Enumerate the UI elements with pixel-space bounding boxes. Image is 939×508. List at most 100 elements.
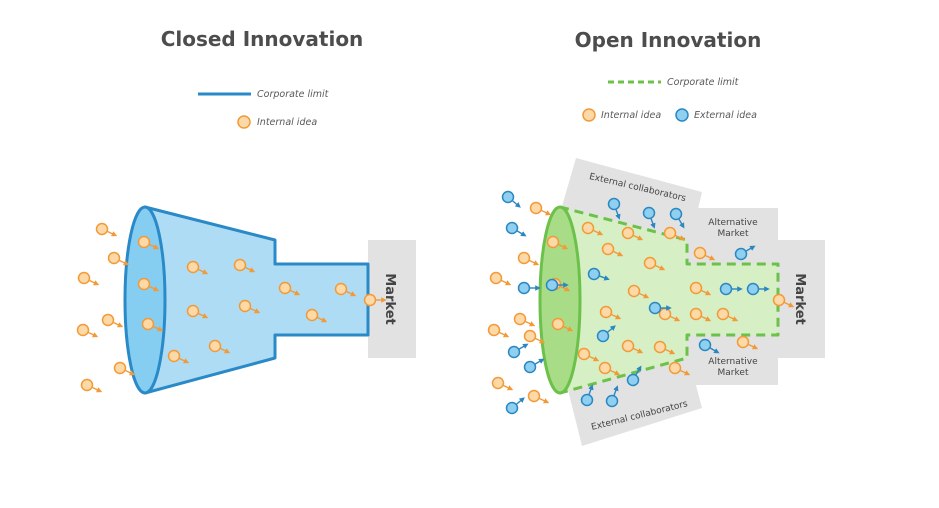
internal-idea-icon [736, 335, 759, 350]
external-idea-icon [746, 282, 770, 296]
internal-idea-icon [167, 349, 190, 364]
internal-idea-icon [772, 293, 795, 308]
alternative-market-top-line1: Alternative [708, 218, 758, 228]
internal-idea-icon [141, 317, 164, 332]
external-idea-icon [517, 281, 541, 295]
internal-idea-icon [77, 271, 100, 286]
internal-idea-icon [107, 251, 130, 266]
internal-idea-icon [208, 339, 231, 354]
internal-idea-icon [489, 271, 512, 286]
internal-idea-icon [80, 378, 103, 393]
closed-market-label: Market [382, 273, 397, 324]
closed-internal-ideas [76, 222, 387, 393]
internal-idea-icon [621, 226, 644, 241]
open-funnel-mouth [538, 205, 582, 395]
internal-idea-icon [491, 376, 514, 391]
internal-idea-icon [363, 293, 387, 307]
external-idea-icon [698, 338, 720, 354]
internal-idea-icon [529, 201, 552, 216]
internal-idea-icon [643, 256, 666, 271]
external-idea-icon [719, 282, 743, 296]
internal-idea-icon [517, 251, 540, 266]
external-idea-icon [642, 206, 656, 229]
open-external-idea-legend-icon [675, 108, 689, 122]
external-idea-icon [626, 365, 642, 387]
internal-idea-icon [601, 242, 624, 257]
alternative-market-bottom-line1: Alternative [708, 357, 758, 367]
external-idea-icon [607, 197, 621, 220]
internal-idea-icon [95, 222, 118, 237]
open-innovation-title: Open Innovation [575, 28, 762, 52]
closed-innovation-panel: Closed Innovation Corporate limit Intern… [76, 27, 416, 395]
internal-idea-icon [305, 308, 328, 323]
internal-idea-icon [581, 221, 604, 236]
external-idea-icon [587, 267, 610, 281]
open-market-label: Market [792, 273, 807, 324]
internal-idea-icon [113, 361, 136, 376]
open-legend-internal-idea: Internal idea [601, 110, 661, 121]
internal-idea-legend-icon [237, 115, 251, 129]
internal-idea-icon [186, 260, 209, 275]
internal-idea-icon [334, 282, 357, 297]
open-market-box [778, 240, 825, 358]
internal-idea-icon [137, 235, 160, 250]
open-legend: Corporate limit Internal idea External i… [582, 77, 757, 122]
external-idea-icon [669, 207, 685, 229]
external-idea-icon [501, 190, 521, 208]
external-idea-icon [507, 343, 529, 359]
internal-idea-icon [527, 389, 550, 404]
closed-funnel-mouth [123, 205, 167, 395]
open-external-ideas [501, 190, 770, 415]
internal-idea-icon [653, 340, 676, 355]
open-legend-external-idea: External idea [694, 110, 757, 121]
alternative-market-top-line2: Market [718, 229, 749, 239]
internal-idea-icon [599, 305, 622, 320]
internal-idea-icon [278, 281, 301, 296]
open-internal-ideas [487, 201, 795, 404]
closed-legend-corporate-limit: Corporate limit [257, 89, 330, 100]
external-collaborators-bottom-area [568, 355, 702, 446]
open-legend-corporate-limit: Corporate limit [667, 77, 740, 88]
closed-funnel-body [143, 205, 370, 395]
internal-idea-icon [513, 312, 536, 327]
internal-idea-icon [186, 304, 209, 319]
internal-idea-icon [101, 313, 124, 328]
internal-idea-icon [627, 284, 650, 299]
alternative-market-bottom-line2: Market [718, 368, 749, 378]
internal-idea-icon [693, 246, 716, 261]
internal-idea-icon [137, 277, 160, 292]
open-internal-idea-legend-icon [582, 108, 596, 122]
external-idea-icon [505, 397, 525, 415]
external-idea-icon [545, 278, 569, 292]
closed-legend-internal-idea: Internal idea [257, 117, 317, 128]
open-innovation-panel: Open Innovation Corporate limit Internal… [487, 28, 825, 446]
open-funnel-body [558, 205, 780, 395]
internal-idea-icon [238, 299, 261, 314]
internal-idea-icon [668, 361, 691, 376]
internal-idea-icon [658, 307, 681, 322]
internal-idea-icon [663, 226, 686, 241]
external-idea-icon [734, 245, 756, 261]
internal-idea-icon [76, 323, 99, 338]
internal-idea-icon [546, 235, 569, 250]
closed-innovation-title: Closed Innovation [161, 27, 364, 51]
internal-idea-icon [487, 323, 510, 338]
internal-idea-icon [577, 347, 600, 362]
external-idea-icon [580, 384, 594, 407]
external-idea-icon [523, 358, 545, 374]
internal-idea-icon [689, 307, 712, 322]
external-idea-icon [505, 221, 527, 237]
internal-idea-icon [716, 307, 739, 322]
internal-idea-icon [523, 329, 546, 344]
external-idea-icon [605, 385, 619, 408]
internal-idea-icon [551, 317, 574, 332]
internal-idea-icon [598, 361, 621, 376]
external-idea-icon [648, 301, 672, 315]
closed-legend: Corporate limit Internal idea [198, 89, 330, 129]
internal-idea-icon [233, 258, 256, 273]
internal-idea-icon [689, 281, 712, 296]
external-idea-icon [596, 325, 616, 343]
internal-idea-icon [621, 339, 644, 354]
